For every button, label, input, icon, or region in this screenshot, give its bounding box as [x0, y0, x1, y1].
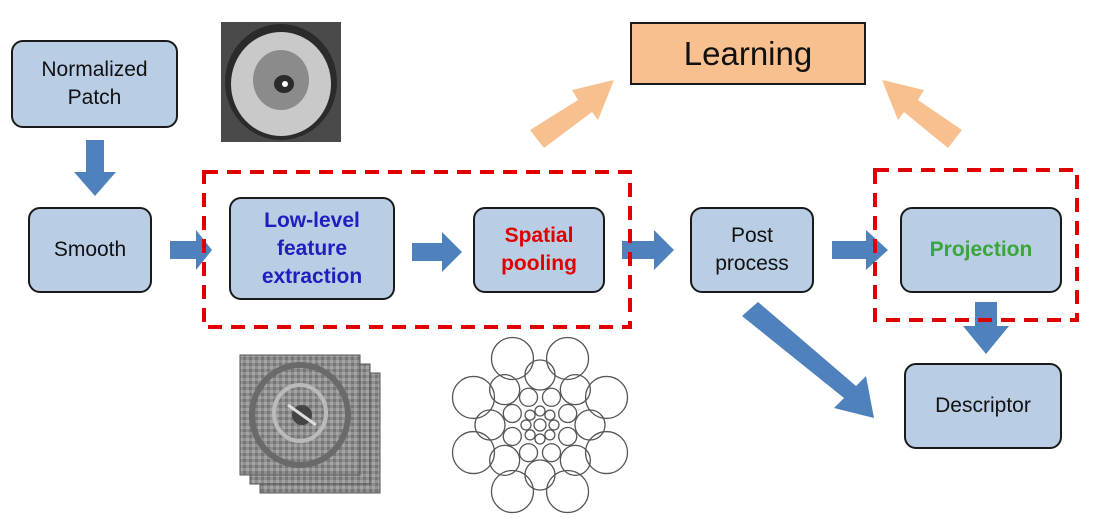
low-level-feature-label: Low-level feature extraction	[261, 208, 363, 288]
pooling-circle	[518, 387, 539, 407]
pooling-circle	[524, 429, 536, 441]
low-level-feature-node: Low-level feature extraction	[229, 197, 395, 300]
normalized-patch-node: Normalized Patch	[11, 40, 178, 128]
pooling-circle	[502, 426, 522, 447]
arrow-post-to-descriptor	[742, 302, 874, 418]
pooling-circle	[574, 409, 606, 441]
pooling-circle	[524, 459, 556, 491]
arrow-spatial-to-learning	[530, 80, 614, 148]
normalized-patch-label: Normalized Patch	[41, 58, 148, 109]
pooling-circle	[545, 469, 590, 514]
arrow-smooth-to-lowlevel	[170, 230, 212, 270]
smooth-label: Smooth	[53, 238, 127, 261]
smooth-node: Smooth	[28, 207, 152, 293]
projection-label: Projection	[929, 238, 1033, 261]
pooling-circle	[534, 405, 546, 417]
post-process-node: Post process	[690, 207, 814, 293]
pooling-circle	[524, 359, 556, 391]
pooling-circle	[584, 375, 629, 420]
arrow-projection-to-learning	[882, 80, 962, 148]
pooling-circle	[541, 387, 562, 407]
pooling-circle	[544, 429, 556, 441]
pooling-circle	[548, 419, 560, 431]
arrow-lowlevel-to-spatial	[412, 232, 462, 272]
descriptor-label: Descriptor	[935, 394, 1031, 417]
pooling-circle	[559, 373, 592, 406]
pooling-center-circle	[533, 418, 547, 432]
arrow-projection-to-descriptor	[963, 302, 1009, 354]
pooling-circle	[558, 426, 578, 447]
pooling-circle	[559, 444, 592, 477]
arrow-post-to-projection	[832, 230, 888, 270]
pooling-circle	[541, 443, 562, 463]
pooling-circle	[490, 469, 535, 514]
pooling-circle	[502, 403, 522, 424]
spatial-pooling-node: Spatial pooling	[473, 207, 605, 293]
pooling-circle	[584, 430, 629, 475]
projection-node: Projection	[900, 207, 1062, 293]
arrow-spatial-to-post	[622, 230, 674, 270]
post-process-label: Post process	[715, 224, 789, 275]
learning-label: Learning	[683, 34, 813, 72]
spatial-pooling-label: Spatial pooling	[501, 224, 577, 275]
pooling-circle	[558, 403, 578, 424]
pooling-circle	[534, 433, 546, 445]
pooling-circle	[544, 409, 556, 421]
descriptor-node: Descriptor	[904, 363, 1062, 449]
pooling-circle	[524, 409, 536, 421]
pooling-circle	[545, 336, 590, 381]
learning-node: Learning	[630, 22, 866, 85]
pooling-circle	[451, 430, 496, 475]
pooling-circle	[474, 409, 506, 441]
pooling-circle	[488, 373, 521, 406]
arrow-patch-to-smooth	[74, 140, 116, 196]
pooling-circle	[451, 375, 496, 420]
pooling-circle	[518, 443, 539, 463]
pooling-circle	[490, 336, 535, 381]
pooling-circle	[488, 444, 521, 477]
pooling-circle	[520, 419, 532, 431]
